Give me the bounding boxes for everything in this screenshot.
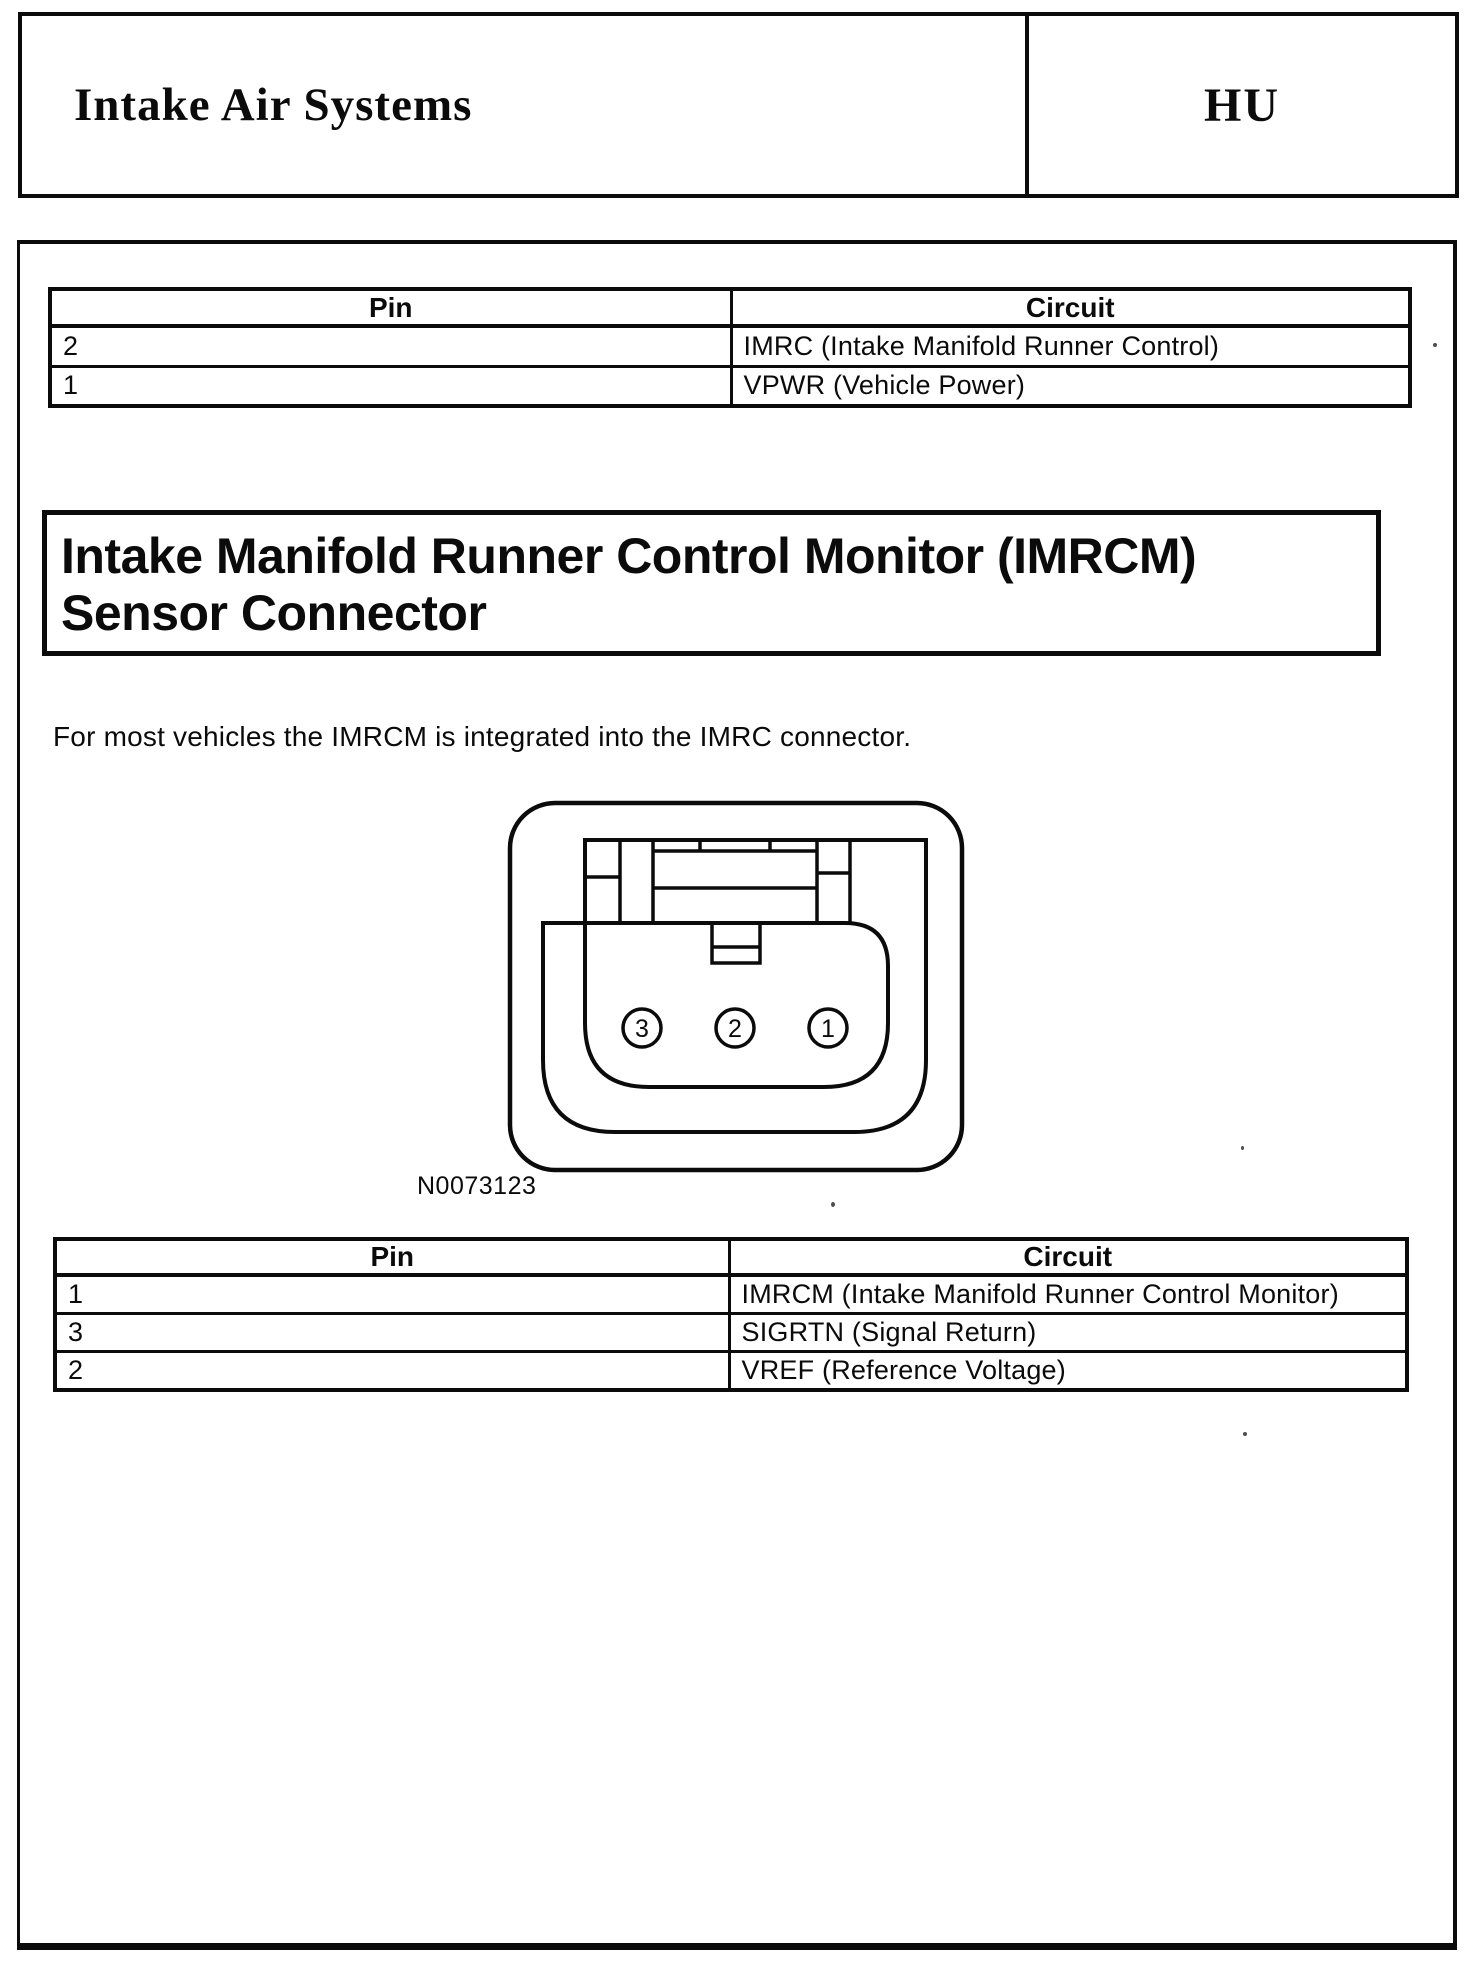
table-row: 2 IMRC (Intake Manifold Runner Control) bbox=[48, 324, 1412, 368]
circuit-cell: SIGRTN (Signal Return) bbox=[727, 1312, 1409, 1353]
pin-2-circle bbox=[714, 1007, 756, 1049]
pin-column-header: Pin bbox=[53, 1237, 731, 1277]
circuit-cell: IMRC (Intake Manifold Runner Control) bbox=[729, 324, 1412, 368]
section-heading-box: Intake Manifold Runner Control Monitor (… bbox=[42, 510, 1381, 656]
connector-index-tab bbox=[710, 923, 762, 965]
pin-cell: 1 bbox=[53, 1273, 731, 1315]
pin-2-number: 2 bbox=[728, 1015, 742, 1043]
table-header-row: Pin Circuit bbox=[53, 1237, 1409, 1277]
table-row: 3 SIGRTN (Signal Return) bbox=[53, 1312, 1409, 1353]
scan-speck bbox=[1433, 343, 1437, 347]
page-header: Intake Air Systems HU bbox=[18, 12, 1459, 198]
circuit-column-header: Circuit bbox=[729, 287, 1412, 328]
circuit-cell: VPWR (Vehicle Power) bbox=[729, 364, 1412, 408]
circuit-cell: IMRCM (Intake Manifold Runner Control Mo… bbox=[727, 1273, 1409, 1315]
page-title: Intake Air Systems bbox=[74, 79, 473, 131]
scan-speck bbox=[1241, 1146, 1244, 1150]
circuit-cell: VREF (Reference Voltage) bbox=[727, 1350, 1409, 1392]
pin-1-number: 1 bbox=[821, 1015, 835, 1043]
pin-column-header: Pin bbox=[48, 287, 733, 328]
pin-3-circle bbox=[621, 1007, 663, 1049]
connector-inner-shell bbox=[541, 838, 928, 1134]
table-row: 2 VREF (Reference Voltage) bbox=[53, 1350, 1409, 1392]
pin-table-imrc: Pin Circuit 2 IMRC (Intake Manifold Runn… bbox=[48, 287, 1412, 408]
circuit-column-header: Circuit bbox=[727, 1237, 1409, 1277]
connector-outer-housing bbox=[507, 800, 965, 1173]
body-paragraph: For most vehicles the IMRCM is integrate… bbox=[53, 721, 912, 752]
connector-pin-cavity bbox=[583, 921, 890, 1089]
pin-table-imrcm: Pin Circuit 1 IMRCM (Intake Manifold Run… bbox=[53, 1237, 1409, 1392]
table-row: 1 IMRCM (Intake Manifold Runner Control … bbox=[53, 1273, 1409, 1315]
connector-diagram: 3 2 1 bbox=[507, 800, 965, 1173]
pin-3-number: 3 bbox=[635, 1015, 649, 1043]
scan-speck bbox=[1243, 1432, 1247, 1436]
table-row: 1 VPWR (Vehicle Power) bbox=[48, 364, 1412, 408]
section-code: HU bbox=[1025, 16, 1455, 194]
section-heading-line2: Sensor Connector bbox=[61, 585, 487, 641]
pin-cell: 3 bbox=[53, 1312, 731, 1353]
pin-cell: 1 bbox=[48, 364, 733, 408]
table-header-row: Pin Circuit bbox=[48, 287, 1412, 328]
figure-reference-label: N0073123 bbox=[417, 1172, 537, 1200]
scan-speck bbox=[831, 1202, 835, 1207]
connector-latch-detail bbox=[585, 840, 852, 923]
pin-cell: 2 bbox=[48, 324, 733, 368]
pin-cell: 2 bbox=[53, 1350, 731, 1392]
section-heading-line1: Intake Manifold Runner Control Monitor (… bbox=[61, 528, 1197, 584]
pin-1-circle bbox=[807, 1007, 849, 1049]
